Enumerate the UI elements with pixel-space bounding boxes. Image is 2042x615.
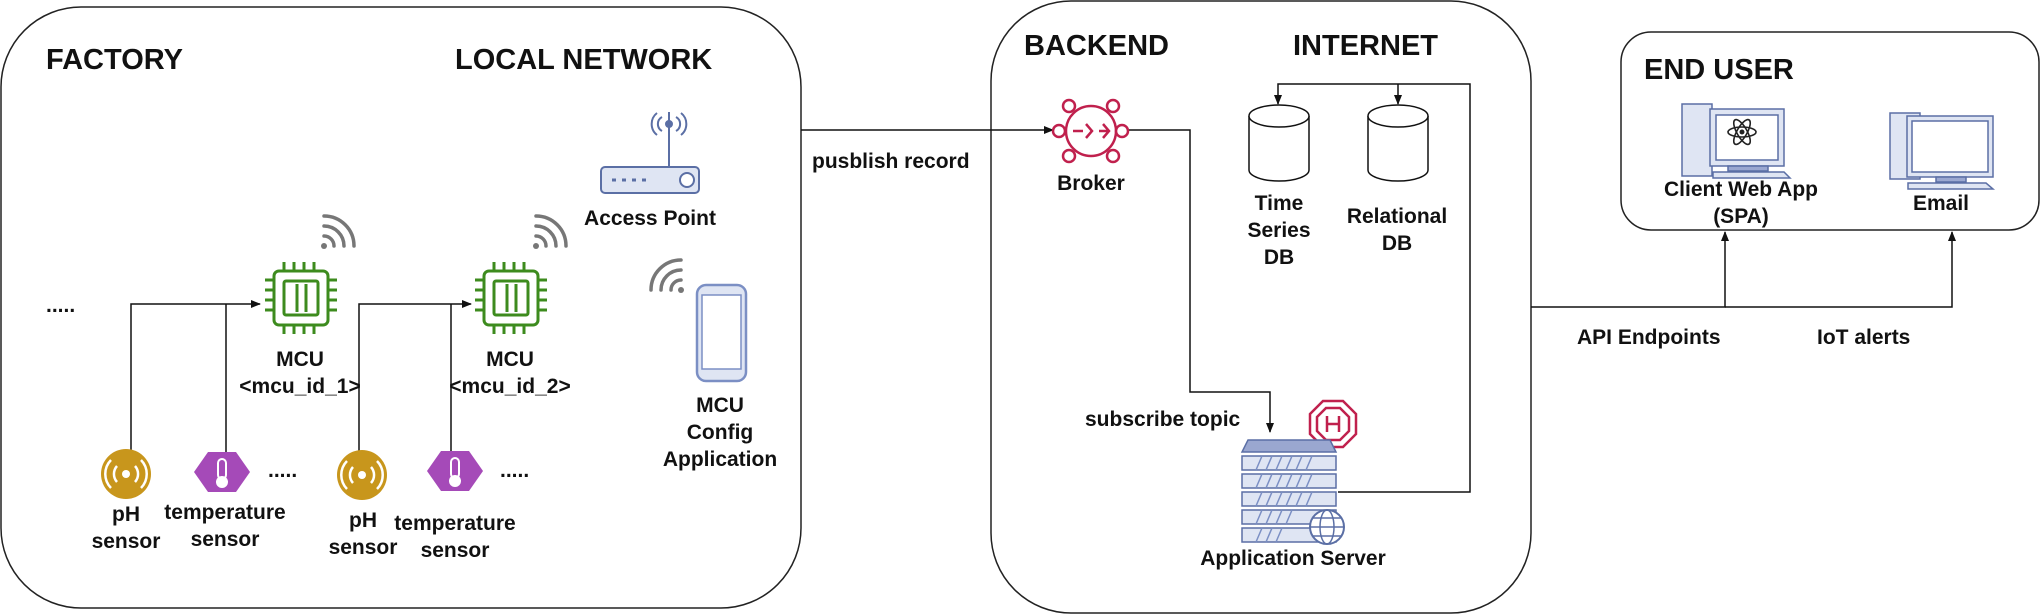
config-app-line-2: Config [686,421,754,444]
wifi-icon [321,214,356,249]
end-user-zone-title: END USER [1644,54,1794,86]
end-user-zone [1620,31,2040,231]
temperature-sensor-2-line-1: temperature [394,512,516,535]
server-to-db-edge [1274,83,1471,493]
iot-alerts-label: IoT alerts [1817,326,1911,349]
temperature-sensor-1-line-1: temperature [164,501,286,524]
broker-icon [1051,98,1130,164]
ph-sensor-2-label: pH sensor [303,507,423,561]
temperature-sensor-icon [194,452,250,492]
temperature-sensor-2-label: temperature sensor [385,510,525,564]
subscribe-topic-label: subscribe topic [1085,408,1241,431]
client-computer-icon [1681,103,1792,179]
temperature-sensor-1-line-2: sensor [190,528,260,551]
ph-sensor-1-label: pH sensor [66,501,186,555]
temperature-sensor-icon [427,451,483,491]
application-server-icon [1240,439,1345,545]
ph-sensor-2-line-2: sensor [328,536,398,559]
access-point-icon [600,112,700,194]
more-devices-ellipsis: ..... [46,294,76,317]
temperature-sensor-2-line-2: sensor [420,539,490,562]
local-network-zone-title: LOCAL NETWORK [455,44,713,76]
more-sensors-ellipsis-1: ..... [268,459,298,482]
access-point-label: Access Point [584,207,716,230]
wifi-icon [533,214,568,249]
api-endpoints-edge [1531,231,1729,308]
client-web-app-line-2: (SPA) [1713,205,1769,228]
backend-zone-title: BACKEND [1024,30,1169,62]
tsdb-line-3: DB [1263,246,1295,269]
factory-zone-title: FACTORY [46,44,183,76]
mcu-chip-icon [265,262,337,334]
more-sensors-ellipsis-2: ..... [500,459,530,482]
reldb-line-1: Relational [1346,205,1448,228]
email-label: Email [1912,192,1970,215]
tsdb-line-2: Series [1247,219,1311,242]
mcu-2-label: MCU <mcu_id_2> [420,346,600,400]
config-app-line-3: Application [662,448,778,471]
mcu-2-id: <mcu_id_2> [449,375,571,398]
mcu-1-label: MCU <mcu_id_1> [210,346,390,400]
ph-sensor-2-line-1: pH [349,509,377,532]
time-series-db-label: Time Series DB [1219,190,1339,271]
factory-zone [0,6,802,609]
relational-db-label: Relational DB [1327,203,1467,257]
reldb-line-2: DB [1381,232,1413,255]
ph-sensor-1-line-2: sensor [91,530,161,553]
publish-record-label: pusblish record [812,150,970,173]
internet-zone-title: INTERNET [1293,30,1438,62]
client-web-app-line-1: Client Web App [1664,178,1818,201]
iot-alerts-edge [1725,231,1956,308]
mcu-1-title: MCU [276,348,324,371]
relational-db-icon [1367,104,1429,182]
ph2-to-mcu2-edge [358,300,472,452]
mcu-chip-icon [475,262,547,334]
client-web-app-label: Client Web App (SPA) [1631,176,1851,230]
email-computer-icon [1889,112,1996,190]
mcu-1-id: <mcu_id_1> [239,375,361,398]
api-endpoints-label: API Endpoints [1577,326,1721,349]
broker-to-server-edge [1128,129,1274,433]
wifi-icon [649,258,684,293]
ph-sensor-1-line-1: pH [112,503,140,526]
tsdb-line-1: Time [1254,192,1304,215]
ph-sensor-icon [101,449,151,499]
ph-sensor-icon [337,450,387,500]
mcu-2-title: MCU [486,348,534,371]
broker-label: Broker [1057,172,1125,195]
mcu-config-application-label: MCU Config Application [630,392,810,473]
temperature-sensor-1-label: temperature sensor [155,499,295,553]
time-series-db-icon [1248,104,1310,182]
application-server-label: Application Server [1200,547,1386,570]
shield-logo-icon [1308,399,1358,449]
ph1-to-mcu1-edge [130,300,261,452]
config-app-line-1: MCU [696,394,744,417]
mobile-phone-icon [695,283,748,383]
